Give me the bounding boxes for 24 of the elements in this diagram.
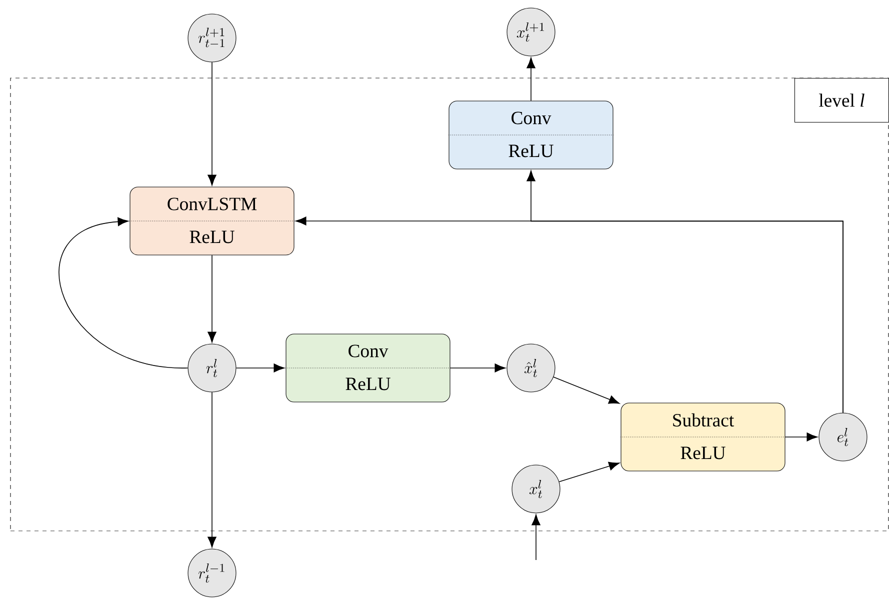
circle-node: $r_{t-1}^{l+1}$ bbox=[188, 14, 236, 62]
arrow bbox=[450, 364, 506, 372]
arrow bbox=[208, 254, 216, 343]
arrow bbox=[208, 392, 216, 548]
process-box: Conv ReLU bbox=[448, 100, 614, 170]
circle-node: $\hat{x}_t^l$ bbox=[506, 344, 556, 392]
arrow bbox=[526, 57, 536, 102]
process-box: Subtract ReLU bbox=[620, 402, 786, 472]
arrow bbox=[784, 432, 818, 442]
process-box: Conv ReLU bbox=[285, 334, 451, 402]
circle-node: $r_t^l$ bbox=[188, 344, 236, 392]
arrow bbox=[532, 514, 540, 560]
arrow bbox=[208, 62, 216, 186]
circle-node: $e_t^l$ bbox=[818, 412, 868, 462]
arrow bbox=[553, 376, 620, 404]
arrow bbox=[558, 462, 620, 482]
arrow bbox=[526, 170, 844, 414]
level-label: level l bbox=[794, 78, 889, 123]
circle-node: $x_t^{l+1}$ bbox=[506, 8, 556, 56]
process-box: ConvLSTM ReLU bbox=[129, 186, 295, 256]
arrow bbox=[59, 217, 188, 368]
circle-node: $x_t^l$ bbox=[512, 464, 560, 514]
circle-node: $r_t^{l-1}$ bbox=[188, 548, 236, 598]
arrow bbox=[236, 364, 285, 372]
